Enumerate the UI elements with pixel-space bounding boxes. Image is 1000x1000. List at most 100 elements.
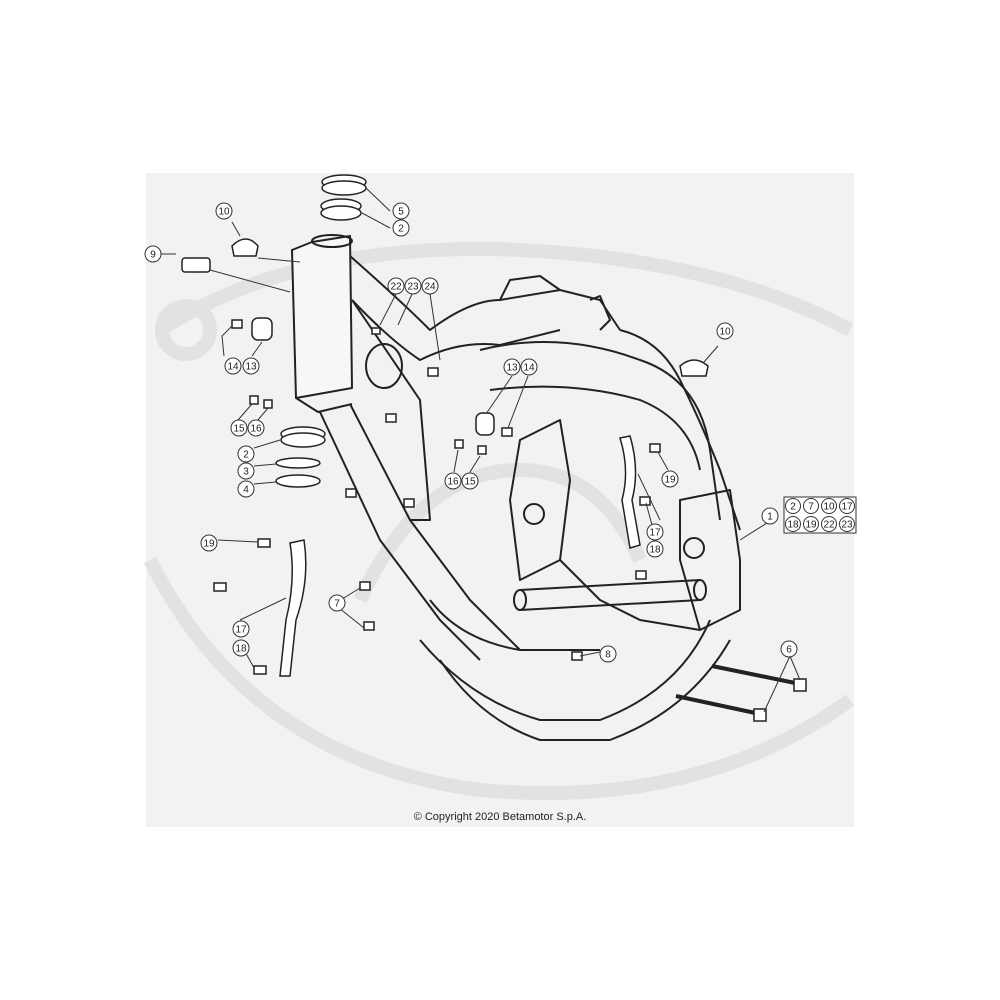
callout-label: 23 — [407, 282, 419, 293]
callout-label: 2 — [398, 224, 404, 235]
kit-item-label: 19 — [805, 520, 817, 531]
callout-label: 24 — [424, 282, 436, 293]
callout-circle — [646, 540, 664, 558]
callout-label: 18 — [235, 644, 247, 655]
callout-c17a: 17 — [646, 523, 664, 541]
callout-c10a: 10 — [215, 202, 233, 220]
kit-item-2: 2 — [785, 498, 801, 514]
callout-label: 14 — [523, 363, 535, 374]
callout-c3: 3 — [237, 462, 255, 480]
callout-label: 22 — [390, 282, 402, 293]
callout-c17b: 17 — [232, 620, 250, 638]
callout-c19a: 19 — [200, 534, 218, 552]
callout-circle — [144, 245, 162, 263]
callout-label: 16 — [250, 424, 262, 435]
callout-label: 14 — [227, 362, 239, 373]
callout-label: 8 — [605, 650, 611, 661]
kit-item-circle — [785, 516, 801, 532]
callout-c2b: 2 — [237, 445, 255, 463]
kit-item-17: 17 — [839, 498, 855, 514]
callout-c7: 7 — [328, 594, 346, 612]
callout-c10b: 10 — [716, 322, 734, 340]
callout-c14a: 14 — [224, 357, 242, 375]
callout-c18b: 18 — [232, 639, 250, 657]
callout-circle — [387, 277, 405, 295]
kit-item-circle — [821, 498, 837, 514]
callout-circle — [242, 357, 260, 375]
kit-item-label: 17 — [841, 502, 853, 513]
callout-label: 6 — [786, 645, 792, 656]
callout-circle — [780, 640, 798, 658]
callout-c16b: 16 — [444, 472, 462, 490]
callout-label: 19 — [203, 539, 215, 550]
callout-c22: 22 — [387, 277, 405, 295]
kit-item-label: 7 — [808, 502, 814, 513]
callout-label: 16 — [447, 477, 459, 488]
kit-item-circle — [839, 516, 855, 532]
callout-c15b: 15 — [461, 472, 479, 490]
hardware-parts — [181, 174, 807, 722]
callout-circle — [230, 419, 248, 437]
callout-c19b: 19 — [661, 470, 679, 488]
callout-label: 4 — [243, 485, 249, 496]
kit-item-22: 22 — [821, 516, 837, 532]
callout-circle — [716, 322, 734, 340]
callout-c13b: 13 — [503, 358, 521, 376]
callout-c15a: 15 — [230, 419, 248, 437]
callout-c13a: 13 — [242, 357, 260, 375]
callout-c6: 6 — [780, 640, 798, 658]
callout-label: 7 — [334, 599, 340, 610]
callout-label: 5 — [398, 207, 404, 218]
kit-item-circle — [839, 498, 855, 514]
callout-circle — [232, 620, 250, 638]
callout-circle — [444, 472, 462, 490]
callout-circle — [404, 277, 422, 295]
kit-item-23: 23 — [839, 516, 855, 532]
callout-label: 9 — [150, 250, 156, 261]
kit-item-circle — [803, 498, 819, 514]
callout-c24: 24 — [421, 277, 439, 295]
callout-c4: 4 — [237, 480, 255, 498]
watermark-logo — [143, 242, 855, 801]
kit-item-label: 22 — [823, 520, 835, 531]
callout-label: 17 — [235, 625, 247, 636]
callout-circle — [237, 445, 255, 463]
callout-c5: 5 — [392, 202, 410, 220]
callout-circle — [392, 219, 410, 237]
callout-circle — [237, 480, 255, 498]
callout-label: 1 — [767, 512, 773, 523]
callout-c14b: 14 — [520, 358, 538, 376]
callout-circle — [328, 594, 346, 612]
callout-circle — [461, 472, 479, 490]
callout-circle — [224, 357, 242, 375]
callout-circle — [761, 507, 779, 525]
callout-circle — [661, 470, 679, 488]
callout-c1: 1 — [761, 507, 779, 525]
callout-c23: 23 — [404, 277, 422, 295]
kit-item-10: 10 — [821, 498, 837, 514]
callout-label: 19 — [664, 475, 676, 486]
callout-circle — [237, 462, 255, 480]
callout-circle — [215, 202, 233, 220]
callout-circle — [503, 358, 521, 376]
kit-item-label: 23 — [841, 520, 853, 531]
callout-c18a: 18 — [646, 540, 664, 558]
callout-circle — [599, 645, 617, 663]
kit-item-circle — [821, 516, 837, 532]
kit-item-label: 10 — [823, 502, 835, 513]
kit-item-19: 19 — [803, 516, 819, 532]
callout-circle — [200, 534, 218, 552]
main-frame — [291, 234, 741, 741]
kit-item-18: 18 — [785, 516, 801, 532]
callout-c8: 8 — [599, 645, 617, 663]
callout-c16a: 16 — [247, 419, 265, 437]
kit-item-7: 7 — [803, 498, 819, 514]
callout-circle — [520, 358, 538, 376]
callout-circle — [232, 639, 250, 657]
kit-item-circle — [785, 498, 801, 514]
callout-label: 13 — [245, 362, 257, 373]
callout-label: 18 — [649, 545, 661, 556]
